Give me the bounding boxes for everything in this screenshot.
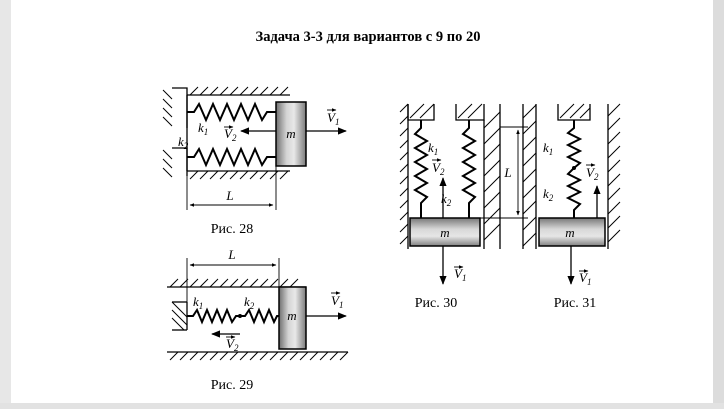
hatch-wall <box>162 89 173 178</box>
right-margin <box>713 0 724 409</box>
figure-31: m k1 k2 V2 V1 Рис. 31 <box>522 103 621 311</box>
mass-block <box>538 217 606 247</box>
hatch-ceiling <box>559 103 591 119</box>
caption-fig28: Рис. 28 <box>211 222 254 237</box>
mass-label: m <box>286 126 295 141</box>
spring-k2 <box>565 167 583 218</box>
spring-k2 <box>187 146 276 168</box>
v1-label: V1 <box>454 266 466 283</box>
left-margin <box>0 0 11 409</box>
hatch-right-wall <box>607 103 621 243</box>
hatch-wall <box>171 301 188 331</box>
k2-label: k2 <box>178 134 189 151</box>
k1-label: k1 <box>193 294 203 311</box>
page-title: Задача 3-3 для вариантов с 9 по 20 <box>256 29 481 45</box>
v2-label: V2 <box>586 165 599 182</box>
caption-fig29: Рис. 29 <box>211 378 254 393</box>
v1-label: V1 <box>579 270 591 287</box>
bottom-margin <box>0 403 724 409</box>
spring-k1 <box>565 120 583 169</box>
length-label: L <box>503 165 511 180</box>
caption-fig30: Рис. 30 <box>415 296 458 311</box>
k1-label: k1 <box>198 120 208 137</box>
k1-label: k1 <box>543 140 553 157</box>
hatch-bottom <box>169 351 349 361</box>
length-label: L <box>225 188 233 203</box>
hatch-right-wall <box>483 111 501 241</box>
document-page <box>11 0 713 403</box>
v2-label: V2 <box>224 126 237 143</box>
k2-label: k2 <box>441 191 452 208</box>
spring-k2 <box>240 307 279 325</box>
hatch-ceiling <box>409 103 483 119</box>
mass-block <box>278 286 307 350</box>
hatch-top <box>189 86 289 96</box>
spring-k1 <box>187 307 240 325</box>
length-label: L <box>227 247 235 262</box>
hatch-bottom <box>189 170 289 180</box>
v2-label: V2 <box>226 336 239 353</box>
figure-30: m k1 V2 k2 V1 L Рис. 30 <box>399 103 528 311</box>
hatch-top <box>169 278 299 288</box>
caption-fig31: Рис. 31 <box>554 296 597 311</box>
mass-label: m <box>440 225 449 240</box>
mass-label: m <box>565 225 574 240</box>
v1-label: V1 <box>327 110 339 127</box>
mass-block <box>275 101 307 167</box>
hatch-left-wall <box>399 103 409 245</box>
k2-label: k2 <box>543 186 554 203</box>
k2-label: k2 <box>244 294 255 311</box>
figure-28: m k1 k2 V2 V1 L Рис. 28 <box>162 86 347 237</box>
k1-label: k1 <box>428 140 438 157</box>
hatch-left-wall <box>522 104 537 247</box>
mass-label: m <box>287 308 296 323</box>
spring-k1 <box>187 101 276 123</box>
figure-29: L <box>167 247 349 393</box>
spring-k1 <box>413 120 429 218</box>
spring-k2 <box>461 120 477 218</box>
v2-label: V2 <box>432 160 445 177</box>
mass-block <box>409 217 481 247</box>
v1-label: V1 <box>331 293 343 310</box>
